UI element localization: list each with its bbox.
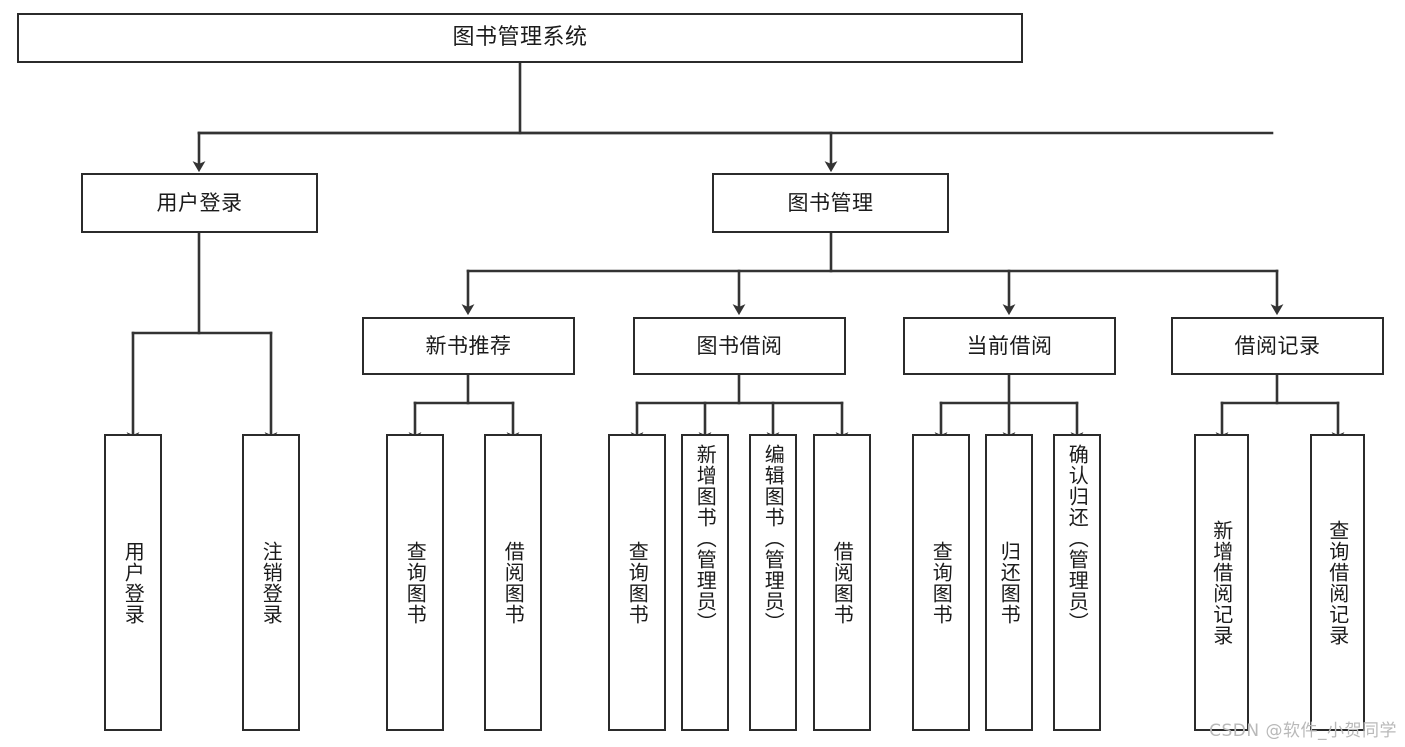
node-label: 新书推荐 — [425, 333, 512, 358]
node-current-borrow[interactable]: 当前借阅 — [903, 317, 1116, 375]
leaf-query-books-borrow[interactable]: 查询图书 — [608, 434, 666, 731]
leaf-borrow-books-rec[interactable]: 借阅图书 — [484, 434, 542, 731]
leaf-query-books-current[interactable]: 查询图书 — [912, 434, 970, 731]
leaf-return-book[interactable]: 归还图书 — [985, 434, 1033, 731]
node-label: 编辑图书（管理员） — [761, 444, 786, 633]
node-label: 新增图书（管理员） — [693, 444, 718, 633]
leaf-logout-login[interactable]: 注销登录 — [242, 434, 300, 731]
node-root-system[interactable]: 图书管理系统 — [17, 13, 1023, 63]
node-label: 借阅图书 — [501, 540, 526, 625]
node-label: 用户登录 — [156, 190, 243, 215]
node-label: 查询图书 — [625, 540, 650, 625]
node-label: 借阅图书 — [830, 540, 855, 625]
leaf-borrow-books-borrow[interactable]: 借阅图书 — [813, 434, 871, 731]
leaf-edit-book-admin[interactable]: 编辑图书（管理员） — [749, 434, 797, 731]
node-label: 注销登录 — [259, 540, 284, 625]
node-label: 确认归还（管理员） — [1065, 444, 1090, 633]
leaf-user-login[interactable]: 用户登录 — [104, 434, 162, 731]
node-label: 查询借阅记录 — [1325, 519, 1350, 646]
node-borrow-record[interactable]: 借阅记录 — [1171, 317, 1384, 375]
csdn-watermark: CSDN @软件_小贺同学 — [1209, 721, 1397, 741]
node-label: 查询图书 — [929, 540, 954, 625]
node-label: 图书管理 — [787, 190, 874, 215]
node-label: 借阅记录 — [1234, 333, 1321, 358]
leaf-query-books-rec[interactable]: 查询图书 — [386, 434, 444, 731]
leaf-query-borrow-record[interactable]: 查询借阅记录 — [1310, 434, 1365, 731]
node-label: 用户登录 — [121, 540, 146, 625]
node-book-manage[interactable]: 图书管理 — [712, 173, 949, 233]
node-label: 图书管理系统 — [452, 24, 588, 50]
node-label: 查询图书 — [403, 540, 428, 625]
node-label: 新增借阅记录 — [1209, 519, 1234, 646]
leaf-confirm-return-admin[interactable]: 确认归还（管理员） — [1053, 434, 1101, 731]
leaf-add-book-admin[interactable]: 新增图书（管理员） — [681, 434, 729, 731]
node-book-borrow[interactable]: 图书借阅 — [633, 317, 846, 375]
leaf-add-borrow-record[interactable]: 新增借阅记录 — [1194, 434, 1249, 731]
node-user-login[interactable]: 用户登录 — [81, 173, 318, 233]
node-label: 当前借阅 — [966, 333, 1053, 358]
node-label: 归还图书 — [997, 540, 1022, 625]
node-label: 图书借阅 — [696, 333, 783, 358]
node-new-book-rec[interactable]: 新书推荐 — [362, 317, 575, 375]
